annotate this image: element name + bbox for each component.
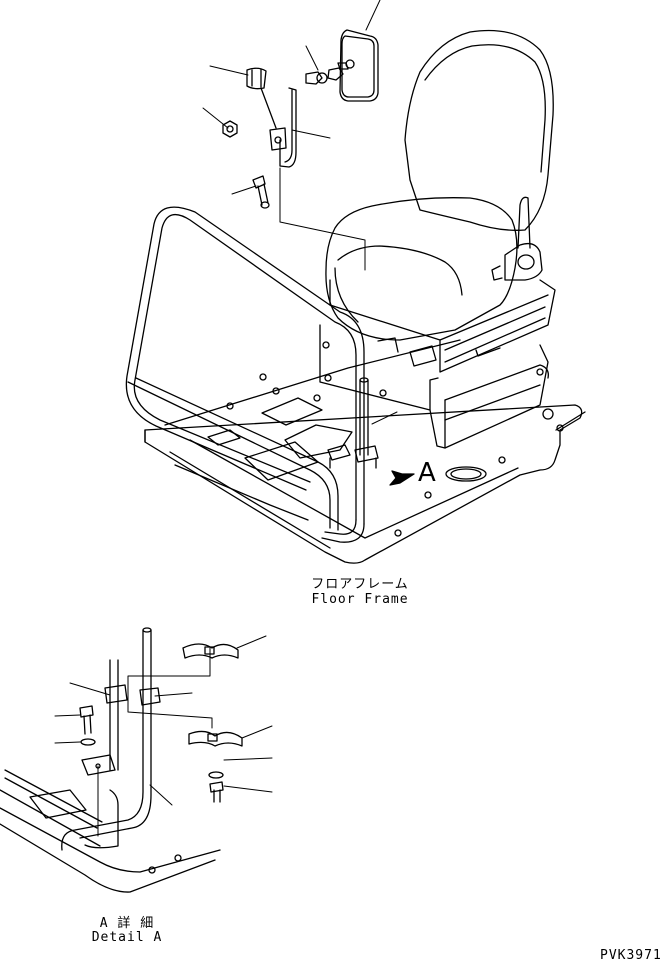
mirror-bracket-clamp: [246, 67, 277, 129]
detail-label-jp: A 詳 細: [99, 916, 155, 931]
detail-a-handrail: [61, 627, 161, 851]
detail-a-bolts: [79, 705, 224, 803]
floor-frame-label-jp: フロアフレーム: [311, 577, 409, 592]
mirror-stay: [269, 87, 297, 168]
nut-set: [305, 59, 355, 85]
nut: [222, 120, 238, 138]
mirror: [337, 29, 379, 102]
assembly-line-top: [279, 167, 366, 271]
leader-line-clamp: [371, 411, 398, 425]
detail-a-leaders: [54, 635, 273, 837]
view-arrow: [389, 470, 415, 486]
handrail: [125, 206, 379, 543]
detail-a-floor: [0, 769, 221, 893]
detail-a-clamp-bottom: [188, 730, 243, 747]
view-letter: A: [418, 458, 436, 488]
floor-frame: [144, 339, 586, 564]
bolt: [252, 175, 270, 209]
drawing-code: PVK3971: [600, 948, 662, 963]
detail-label-en: Detail A: [91, 930, 163, 945]
floor-frame-label-en: Floor Frame: [311, 592, 409, 607]
operator-seat: [319, 29, 556, 449]
